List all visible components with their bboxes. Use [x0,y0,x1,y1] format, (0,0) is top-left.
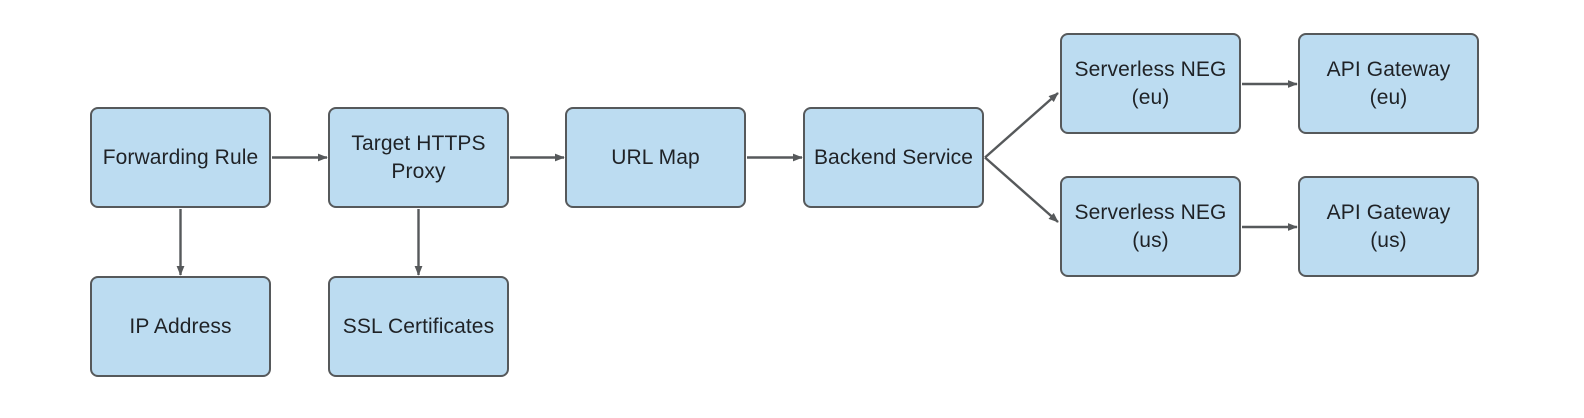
node-serverless-neg-us[interactable]: Serverless NEG (us) [1060,176,1241,277]
node-serverless-neg-eu-label: Serverless NEG (eu) [1074,57,1227,109]
node-url-map-label: URL Map [611,145,700,169]
node-serverless-neg-eu[interactable]: Serverless NEG (eu) [1060,33,1241,134]
node-backend-service[interactable]: Backend Service [803,107,984,208]
node-target-https-proxy-label: Target HTTPS Proxy [351,131,486,183]
node-ssl-certificates[interactable]: SSL Certificates [328,276,509,377]
node-forwarding-rule[interactable]: Forwarding Rule [90,107,271,208]
node-api-gateway-us[interactable]: API Gateway (us) [1298,176,1479,277]
node-ssl-certificates-label: SSL Certificates [342,314,495,338]
node-serverless-neg-us-label: Serverless NEG (us) [1074,200,1227,252]
node-api-gateway-eu[interactable]: API Gateway (eu) [1298,33,1479,134]
edge-backend-service-to-serverless-neg-us [984,156,1059,223]
node-ip-address-label: IP Address [129,314,232,338]
node-api-gateway-us-label: API Gateway (us) [1326,200,1451,252]
node-url-map[interactable]: URL Map [565,107,746,208]
node-api-gateway-eu-label: API Gateway (eu) [1326,57,1451,109]
node-forwarding-rule-label: Forwarding Rule [102,145,259,169]
edge-backend-service-to-serverless-neg-eu [984,92,1059,159]
node-target-https-proxy[interactable]: Target HTTPS Proxy [328,107,509,208]
node-backend-service-label: Backend Service [813,145,974,169]
node-ip-address[interactable]: IP Address [90,276,271,377]
